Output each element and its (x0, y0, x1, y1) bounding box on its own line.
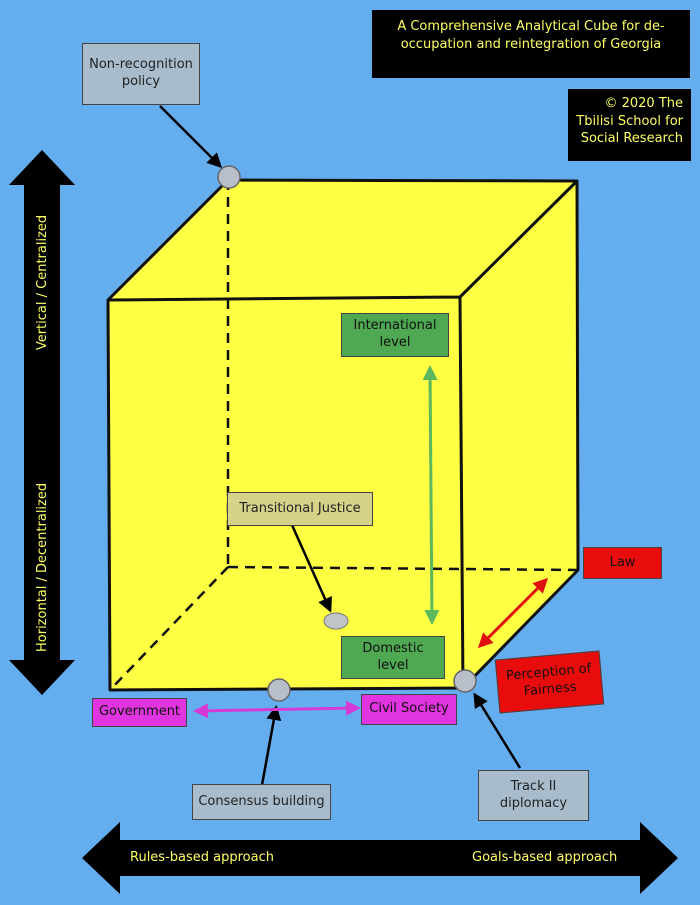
title-text: A Comprehensive Analytical Cube for de-o… (397, 19, 665, 53)
vertical-axis-top-label: Vertical / Centralized (35, 214, 50, 351)
box-law: Law (583, 547, 662, 579)
horizontal-axis-left-label: Rules-based approach (130, 850, 274, 865)
horizontal-axis-arrow (82, 822, 678, 894)
arrow-international-domestic (422, 365, 440, 625)
box-civil-society: Civil Society (361, 694, 457, 725)
copyright-banner: © 2020 The Tbilisi School for Social Res… (568, 89, 691, 161)
arrow-nonrecognition (159, 105, 223, 169)
box-domestic-label: Domestic level (362, 640, 424, 673)
node-bottom-front (267, 678, 291, 702)
node-center (323, 612, 349, 630)
horizontal-axis-right-label: Goals-based approach (472, 850, 618, 865)
box-government: Government (92, 698, 187, 727)
node-top-back (217, 165, 241, 189)
box-track-ii-label: Track II diplomacy (499, 778, 568, 811)
copyright-year: 2020 (621, 96, 655, 111)
box-transitional-justice-label: Transitional Justice (239, 500, 361, 516)
box-consensus-label: Consensus building (198, 793, 325, 809)
box-civil-society-label: Civil Society (369, 701, 449, 717)
arrow-consensus-building (260, 705, 282, 786)
arrow-government-civil (193, 700, 361, 719)
box-international-label: International level (353, 318, 437, 350)
node-bottom-right (453, 669, 477, 693)
arrow-track-ii (473, 692, 522, 769)
cube-top-face (108, 180, 577, 300)
arrow-law-fairness (477, 577, 549, 649)
cube-hidden-edges (109, 180, 579, 691)
vertical-axis-arrow (9, 150, 75, 695)
cube-right-face (460, 181, 578, 688)
box-domestic-level: Domestic level (341, 636, 445, 679)
box-international-level: International level (341, 313, 449, 357)
box-perception-label: Perception of Fairness (505, 661, 592, 700)
box-consensus-building: Consensus building (192, 784, 331, 820)
title-banner: A Comprehensive Analytical Cube for de-o… (372, 10, 690, 78)
cube-edges (106, 178, 580, 692)
copyright-org: The Tbilisi School for Social Research (576, 96, 683, 147)
vertical-axis-bottom-label: Horizontal / Decentralized (35, 482, 50, 652)
box-transitional-justice: Transitional Justice (227, 492, 373, 526)
copyright-symbol: © (604, 96, 618, 111)
arrow-transitional-justice (290, 524, 332, 613)
box-government-label: Government (98, 704, 181, 720)
box-non-recognition-policy: Non-recognition policy (82, 43, 200, 105)
box-law-label: Law (609, 554, 636, 570)
box-perception-of-fairness: Perception of Fairness (494, 650, 605, 714)
box-non-recognition-label: Non-recognition policy (89, 57, 193, 89)
box-track-ii-diplomacy: Track II diplomacy (478, 770, 589, 821)
